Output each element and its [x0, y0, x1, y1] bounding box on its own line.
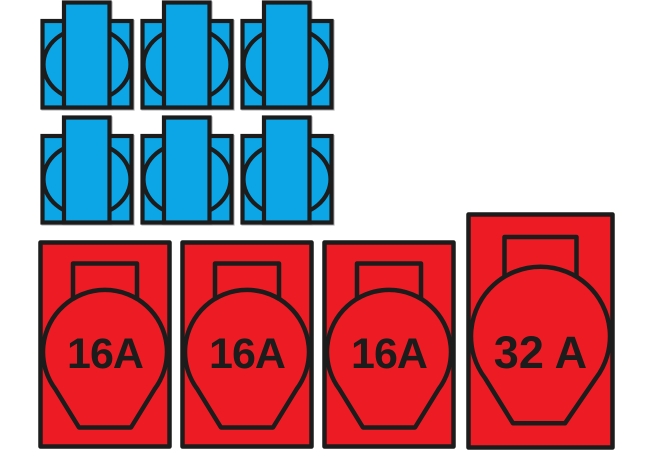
cee-socket-32a-icon: 32 A [466, 212, 615, 450]
socket-lid [468, 264, 613, 426]
socket-lid [324, 287, 454, 430]
cee-socket-16a-icon: 16A [38, 240, 172, 449]
socket-bar [61, 115, 112, 225]
schuko-socket-icon [240, 115, 334, 225]
schuko-socket-icon [40, 115, 134, 225]
cee-socket-16a-icon: 16A [322, 240, 456, 449]
amperage-label: 16A [351, 330, 427, 378]
socket-bar [261, 115, 312, 225]
socket-lid [182, 287, 312, 430]
cee-socket-16a-icon: 16A [180, 240, 314, 449]
schuko-socket-icon [40, 0, 134, 110]
schuko-socket-icon [140, 115, 234, 225]
schuko-socket-icon [240, 0, 334, 110]
socket-lid [40, 287, 170, 430]
socket-bar [161, 0, 212, 110]
amperage-label: 16A [209, 330, 285, 378]
socket-bar [61, 0, 112, 110]
socket-bar [261, 0, 312, 110]
socket-bar [161, 115, 212, 225]
amperage-label: 32 A [494, 327, 587, 378]
schuko-socket-icon [140, 0, 234, 110]
amperage-label: 16A [67, 330, 143, 378]
